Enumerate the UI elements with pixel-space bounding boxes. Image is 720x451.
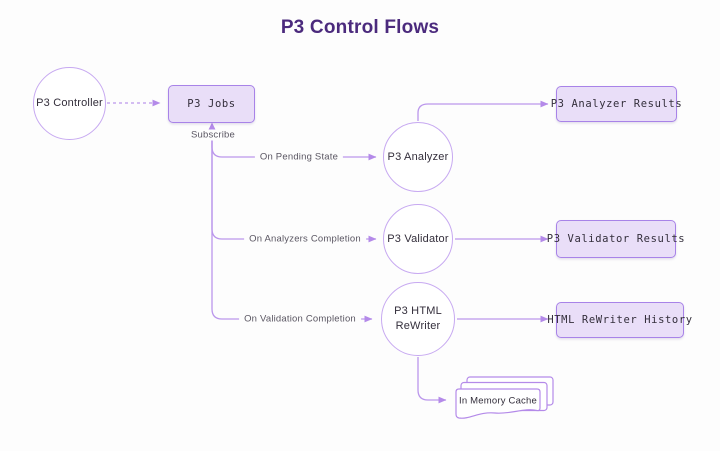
node-p3-html-rewriter-label: P3 HTML ReWriter <box>394 305 442 332</box>
node-p3-jobs: P3 Jobs <box>168 85 255 123</box>
edge-jobs-to-validator <box>211 129 377 243</box>
node-p3-analyzer: P3 Analyzer <box>383 122 453 192</box>
node-p3-html-rewriter: P3 HTML ReWriter <box>381 282 455 356</box>
page-title: P3 Control Flows <box>280 17 440 38</box>
edge-label-subscribe: Subscribe <box>185 129 241 141</box>
edge-rewriter-to-cache <box>417 357 447 404</box>
node-p3-analyzer-results-label: P3 Analyzer Results <box>550 98 683 110</box>
node-html-rewriter-history: HTML ReWriter History <box>547 302 692 338</box>
edge-analyzer-to-results <box>417 100 549 121</box>
node-p3-controller-label: P3 Controller <box>36 97 103 110</box>
edge-label-on-pending-state: On Pending State <box>254 151 344 163</box>
memory-cache-shape <box>455 376 554 419</box>
edge-subscribe-arrowhead <box>208 122 216 130</box>
edge-label-on-validation-completion: On Validation Completion <box>239 313 361 325</box>
node-p3-controller: P3 Controller <box>33 67 106 140</box>
edge-jobs-to-rewriter <box>211 129 373 323</box>
node-p3-validator-label: P3 Validator <box>387 232 449 245</box>
node-p3-validator-results-label: P3 Validator Results <box>546 233 686 245</box>
node-in-memory-cache-label: In Memory Cache <box>459 395 537 407</box>
node-html-rewriter-history-label: HTML ReWriter History <box>547 314 693 326</box>
node-p3-validator-results: P3 Validator Results <box>547 220 685 258</box>
node-p3-analyzer-label: P3 Analyzer <box>387 150 449 163</box>
edge-label-on-analyzers-completion: On Analyzers Completion <box>244 233 366 245</box>
node-p3-jobs-label: P3 Jobs <box>187 98 236 110</box>
node-p3-validator: P3 Validator <box>383 204 453 274</box>
node-p3-analyzer-results: P3 Analyzer Results <box>551 86 682 122</box>
